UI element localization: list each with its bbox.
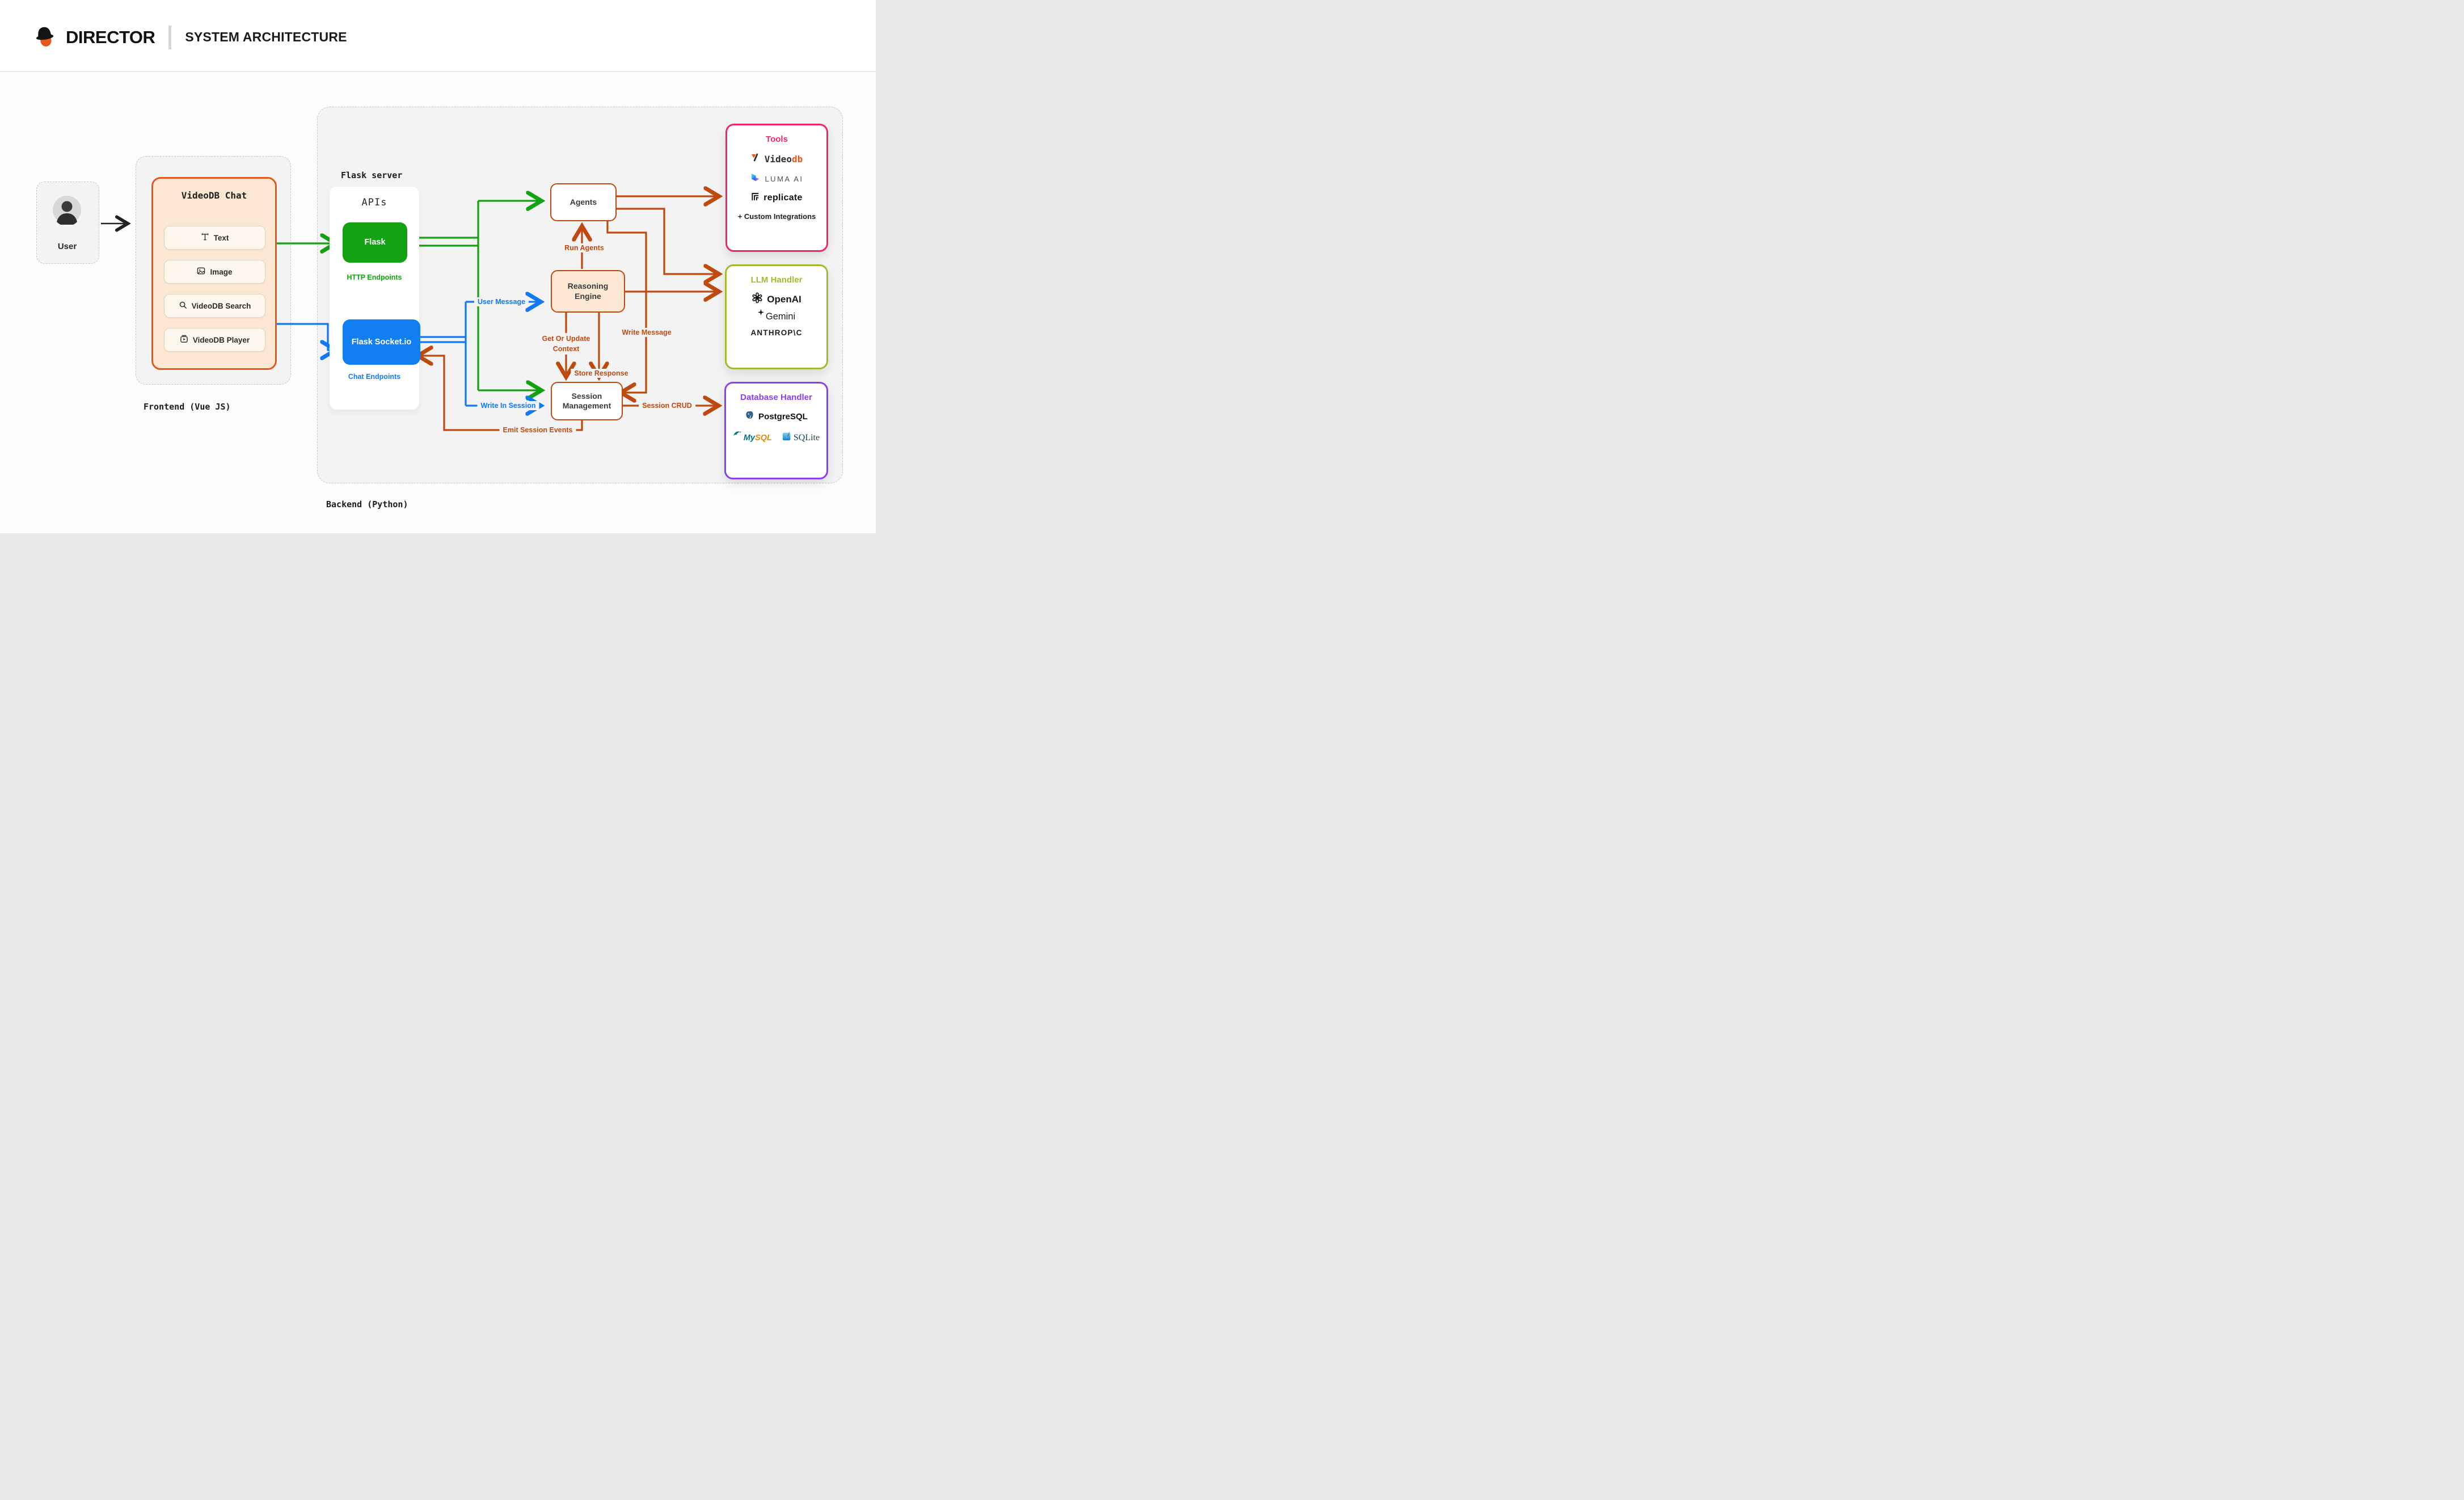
user-avatar [52, 195, 82, 227]
agents-node: Agents [550, 183, 617, 221]
text-icon [201, 233, 209, 243]
header: DIRECTOR SYSTEM ARCHITECTURE [0, 0, 876, 72]
tools-panel: Tools Videodb [725, 124, 828, 252]
videodb-logo-text: Videodb [764, 153, 803, 165]
sqlite-logo-text: SQLite [793, 432, 820, 443]
http-endpoints-label: HTTP Endpoints [347, 273, 402, 281]
image-icon [197, 267, 205, 277]
chat-text-label: Text [213, 233, 229, 242]
flask-socketio-node: Flask Socket.io [343, 319, 420, 365]
edge-emit-session-events: Emit Session Events [499, 425, 576, 435]
gemini-logo-text: Gemini [765, 311, 796, 322]
custom-integrations-label: + Custom Integrations [737, 212, 816, 221]
chat-search-button[interactable]: VideoDB Search [164, 294, 265, 318]
session-management-node: Session Management [551, 382, 623, 420]
edge-user-message: User Message [474, 297, 529, 306]
chat-endpoints-label: Chat Endpoints [348, 373, 401, 381]
edge-write-message: Write Message [618, 328, 675, 337]
director-hat-icon [32, 23, 58, 52]
edge-run-agents: Run Agents [561, 243, 607, 252]
frontend-caption: Frontend (Vue JS) [144, 402, 231, 412]
edge-store-response: Store Response [571, 369, 632, 378]
luma-ai-logo-icon [750, 172, 761, 186]
flask-node: Flask [343, 222, 407, 263]
backend-caption: Backend (Python) [326, 499, 408, 509]
reasoning-engine-node: Reasoning Engine [551, 270, 625, 313]
player-icon [180, 335, 188, 345]
postgresql-logo-text: PostgreSQL [758, 411, 808, 422]
mysql-logo: MySQL [733, 431, 772, 443]
chat-text-button[interactable]: Text [164, 226, 265, 250]
edge-get-context: Get Or Update Context [537, 332, 596, 355]
flask-server-label: Flask server [341, 170, 403, 180]
sqlite-feather-icon [782, 431, 792, 444]
chat-player-button[interactable]: VideoDB Player [164, 328, 265, 352]
apis-title: APIs [361, 197, 387, 208]
user-label: User [57, 242, 77, 251]
tools-title: Tools [766, 134, 788, 144]
openai-logo-icon [752, 292, 763, 306]
chat-image-label: Image [210, 267, 233, 276]
database-handler-panel: Database Handler PostgreSQL MySQL [724, 382, 828, 479]
mysql-logo-text: MySQL [743, 433, 772, 443]
edge-session-crud: Session CRUD [639, 401, 695, 410]
postgresql-logo-icon [745, 410, 754, 423]
replicate-logo-text: replicate [763, 193, 803, 203]
mysql-dolphin-icon [733, 429, 742, 440]
openai-logo-text: OpenAI [767, 293, 801, 305]
replicate-logo-icon [751, 192, 760, 204]
sqlite-logo: SQLite [782, 431, 820, 444]
architecture-diagram: DIRECTOR SYSTEM ARCHITECTURE User Fronte… [0, 0, 876, 533]
chat-image-button[interactable]: Image [164, 260, 265, 284]
luma-ai-logo-text: LUMA AI [765, 174, 804, 183]
llm-handler-panel: LLM Handler OpenAI [725, 264, 828, 369]
chat-search-label: VideoDB Search [191, 301, 251, 310]
anthropic-logo-text: ANTHROP\C [750, 328, 803, 337]
edge-write-in-session: Write In Session [477, 401, 539, 410]
brand-name: DIRECTOR [66, 27, 155, 47]
search-icon [179, 301, 187, 311]
page-title: SYSTEM ARCHITECTURE [185, 30, 347, 44]
videodb-chat-panel: VideoDB Chat Text Image VideoDB Search V… [151, 177, 277, 370]
llm-handler-title: LLM Handler [750, 275, 803, 285]
gemini-sparkle-icon [757, 308, 764, 318]
database-handler-title: Database Handler [740, 393, 812, 402]
videodb-chat-title: VideoDB Chat [181, 190, 247, 201]
videodb-logo-icon [751, 153, 761, 165]
chat-player-label: VideoDB Player [192, 335, 250, 344]
header-divider [168, 25, 172, 49]
